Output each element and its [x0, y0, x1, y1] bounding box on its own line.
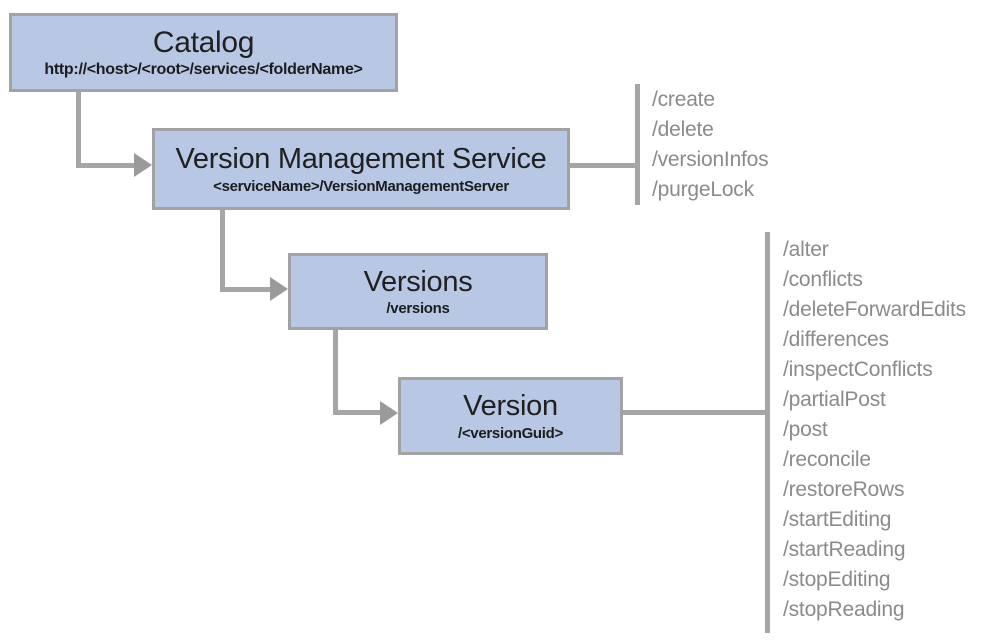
operation-item: /delete	[652, 118, 714, 141]
connector-versions-to-version-vertical	[333, 330, 338, 415]
node-catalog: Catalog http://<host>/<root>/services/<f…	[9, 13, 398, 92]
node-version-url: /<versionGuid>	[457, 424, 563, 442]
operation-item: /versionInfos	[652, 148, 769, 171]
node-version-management-service: Version Management Service <serviceName>…	[152, 128, 570, 210]
arrowhead-into-versions-icon	[270, 277, 288, 301]
node-catalog-title: Catalog	[152, 25, 255, 59]
operation-item: /deleteForwardEdits	[783, 298, 966, 321]
operation-item: /startReading	[783, 538, 906, 561]
arrowhead-into-vms-icon	[134, 153, 152, 177]
connector-catalog-to-vms-horizontal	[76, 163, 136, 168]
connector-catalog-to-vms-vertical	[76, 91, 81, 168]
node-versions-title: Versions	[363, 265, 473, 298]
operation-item: /stopEditing	[783, 568, 891, 591]
operation-item: /conflicts	[783, 268, 863, 291]
operation-item: /alter	[783, 238, 829, 261]
operation-item: /post	[783, 418, 828, 441]
connector-version-to-operations	[623, 410, 765, 415]
node-versions: Versions /versions	[288, 253, 548, 330]
connector-versions-to-version-horizontal	[333, 410, 382, 415]
vms-operations-list: /create /delete /versionInfos /purgeLock	[652, 85, 769, 205]
connector-vms-to-operations	[570, 163, 637, 168]
operation-item: /inspectConflicts	[783, 358, 933, 381]
connector-vms-to-versions-vertical	[220, 210, 225, 292]
operation-item: /create	[652, 88, 715, 111]
node-vms-title: Version Management Service	[175, 143, 547, 176]
node-vms-url: <serviceName>/VersionManagementServer	[213, 177, 509, 195]
version-operations-list: /alter /conflicts /deleteForwardEdits /d…	[783, 235, 966, 625]
operation-item: /differences	[783, 328, 889, 351]
operation-item: /stopReading	[783, 598, 905, 621]
operation-item: /restoreRows	[783, 478, 905, 501]
operation-item: /reconcile	[783, 448, 871, 471]
node-versions-url: /versions	[386, 300, 450, 318]
operation-item: /purgeLock	[652, 178, 754, 201]
operation-item: /partialPost	[783, 388, 886, 411]
arrowhead-into-version-icon	[380, 401, 398, 425]
node-version: Version /<versionGuid>	[398, 377, 623, 455]
connector-vms-to-versions-horizontal	[220, 287, 272, 292]
version-operations-bar	[765, 232, 770, 633]
node-version-title: Version	[463, 390, 558, 423]
operation-item: /startEditing	[783, 508, 892, 531]
node-catalog-url: http://<host>/<root>/services/<folderNam…	[44, 61, 363, 79]
vms-operations-bar	[635, 84, 640, 205]
